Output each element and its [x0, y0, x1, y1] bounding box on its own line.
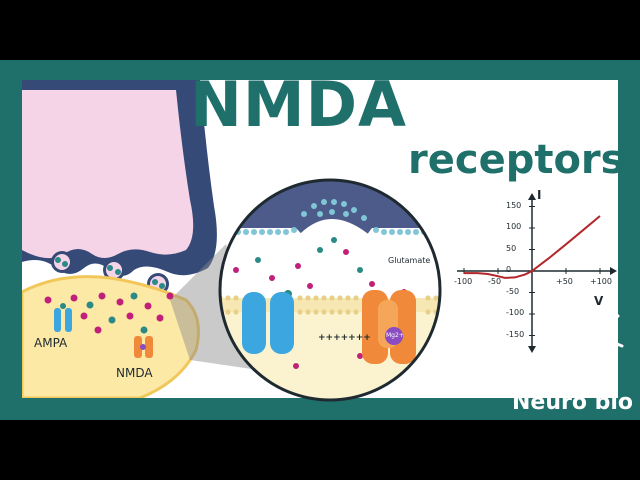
tick-marks: [463, 206, 601, 336]
y-tick-label: -150: [506, 329, 525, 339]
postsynaptic-spine: [22, 275, 200, 398]
brand-logo-text: Neuro bio: [512, 390, 634, 415]
presynaptic-interior: [22, 90, 194, 259]
nmda-receptor-small: [134, 336, 153, 358]
nmda-label: NMDA: [116, 366, 153, 380]
ampa-label: AMPA: [34, 336, 68, 350]
y-tick-label: 50: [506, 243, 517, 253]
x-tick-label: -50: [488, 277, 502, 286]
y-tick-label: 0: [506, 265, 512, 274]
y-tick-label: -100: [506, 308, 525, 317]
y-axis-label: I: [537, 188, 542, 202]
magnesium-label: Mg2+: [386, 332, 404, 339]
zoom-circle: [218, 178, 442, 402]
cleft-glutamate-left: [44, 292, 174, 334]
y-tick-label: 100: [506, 222, 522, 231]
title: NMDA: [190, 68, 408, 141]
x-tick-label: -100: [454, 277, 473, 286]
x-axis-label: V: [594, 294, 604, 308]
ampa-receptor: [242, 292, 294, 354]
ampa-receptor-small: [54, 303, 72, 332]
y-tick-label: -50: [506, 286, 520, 296]
x-tick-label: +100: [590, 277, 612, 286]
glutamate-label: Glutamate: [388, 256, 431, 265]
y-tick-label: 150: [506, 200, 522, 210]
subtitle: receptors: [408, 137, 625, 183]
neuron-logo-icon: [566, 310, 624, 380]
x-tick-label: +50: [556, 277, 573, 286]
iv-curve: [464, 215, 601, 279]
membrane-charges: +++++++: [318, 333, 371, 343]
magnesium-ion: [385, 327, 403, 345]
